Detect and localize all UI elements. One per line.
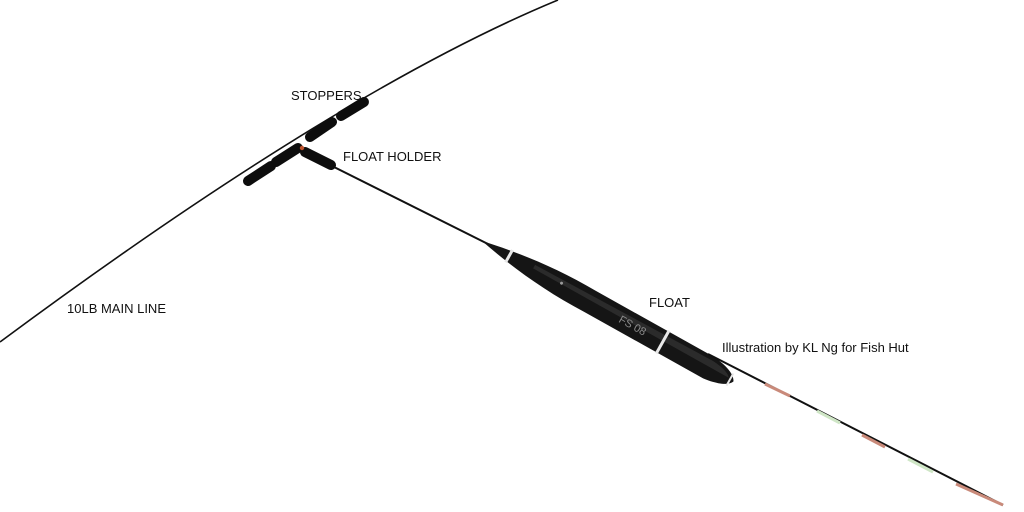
- label-float: FLOAT: [649, 295, 690, 310]
- stopper-bead-icon: [305, 117, 337, 142]
- label-stoppers: STOPPERS: [291, 88, 362, 103]
- float-tip: [707, 353, 1004, 507]
- float-holder: [299, 145, 336, 170]
- label-float-holder: FLOAT HOLDER: [343, 149, 441, 164]
- illustration-credit: Illustration by KL Ng for Fish Hut: [722, 340, 909, 355]
- label-main-line: 10LB MAIN LINE: [67, 301, 166, 316]
- main-line: [0, 0, 559, 343]
- stopper-bead-icon: [271, 143, 303, 167]
- stopper-bead-icon: [336, 97, 369, 121]
- stopper-beads: [243, 97, 369, 186]
- stopper-bead-icon: [243, 161, 276, 186]
- pole-float-icon: FS 08: [482, 241, 735, 387]
